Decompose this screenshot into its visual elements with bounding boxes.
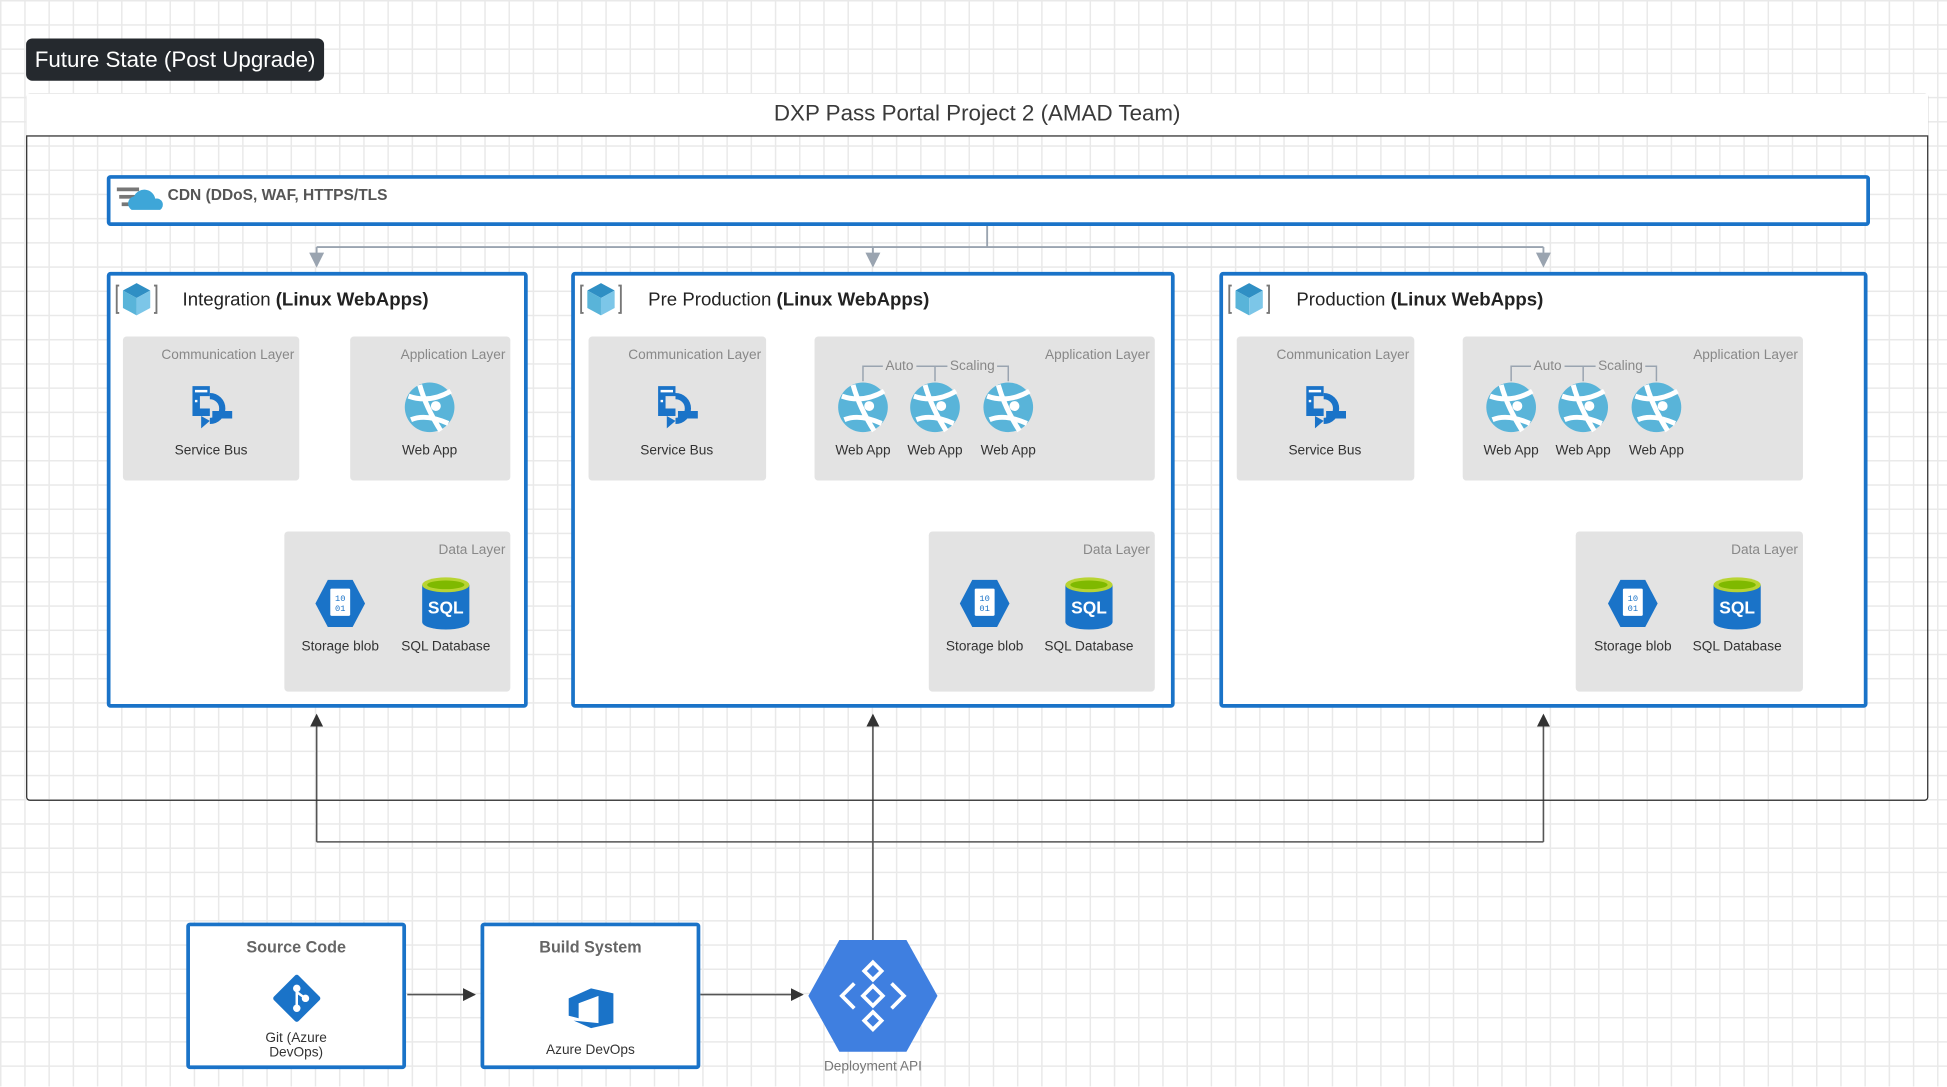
sql-database-icon[interactable]: SQL — [417, 575, 474, 632]
svg-text:01: 01 — [335, 604, 345, 614]
source-code-title: Source Code — [246, 937, 346, 957]
auto-label: Auto — [882, 358, 916, 374]
web-app-icon[interactable] — [1483, 379, 1540, 436]
storage-blob-label: Storage blob — [945, 639, 1024, 655]
git-icon — [273, 974, 321, 1022]
env-name: Production — [1296, 289, 1391, 311]
svg-text:SQL: SQL — [1719, 597, 1755, 617]
deployment-api-icon[interactable] — [807, 937, 939, 1054]
web-app-icon[interactable] — [834, 379, 891, 436]
web-app-label: Web App — [1483, 443, 1539, 459]
svg-text:10: 10 — [979, 594, 989, 604]
web-app-label: Web App — [835, 443, 891, 459]
cdn-box[interactable] — [106, 175, 1871, 226]
service-bus-label: Service Bus — [174, 443, 248, 459]
service-bus-label: Service Bus — [640, 443, 714, 459]
service-bus-icon[interactable] — [183, 379, 240, 436]
page-badge: Future State (Post Upgrade) — [26, 38, 325, 81]
svg-text:SQL: SQL — [1071, 597, 1107, 617]
web-app-icon[interactable] — [980, 379, 1037, 436]
env-title-production: Production (Linux WebApps) — [1296, 289, 1543, 310]
service-bus-icon[interactable] — [1296, 379, 1353, 436]
web-app-label: Web App — [980, 443, 1036, 459]
layer-label: Communication Layer — [161, 347, 295, 363]
communication-layer-integration: Communication Layer — [122, 336, 300, 481]
app-service-cube-icon — [115, 281, 158, 324]
cdn-label: CDN (DDoS, WAF, HTTPS/TLS — [167, 186, 388, 204]
svg-text:01: 01 — [1628, 604, 1638, 614]
web-app-label: Web App — [1555, 443, 1611, 459]
build-system-title: Build System — [539, 937, 642, 957]
sql-database-icon[interactable]: SQL — [1709, 575, 1766, 632]
svg-text:01: 01 — [979, 604, 989, 614]
layer-label: Data Layer — [1082, 542, 1150, 558]
env-name: Integration — [182, 289, 276, 311]
scaling-label: Scaling — [947, 358, 998, 374]
layer-label: Data Layer — [438, 542, 506, 558]
cdn-cloud-icon — [116, 187, 163, 210]
auto-scaling-bracket — [862, 365, 1010, 382]
auto-scaling-bracket — [1510, 365, 1658, 382]
svg-text:10: 10 — [1628, 594, 1638, 604]
sql-database-icon[interactable]: SQL — [1060, 575, 1117, 632]
build-system-box[interactable]: Build System Azure DevOps — [480, 922, 701, 1070]
deployment-api-label: Deployment API — [823, 1059, 922, 1075]
env-name: Pre Production — [648, 289, 777, 311]
communication-layer-preprod: Communication Layer — [588, 336, 767, 481]
web-app-label: Web App — [907, 443, 963, 459]
web-app-label: Web App — [1628, 443, 1685, 459]
layer-label: Application Layer — [1693, 347, 1798, 363]
sql-database-label: SQL Database — [1692, 639, 1782, 655]
web-app-label: Web App — [402, 443, 458, 459]
scaling-label: Scaling — [1595, 358, 1646, 374]
env-suffix: (Linux WebApps) — [776, 289, 930, 311]
app-service-cube-icon — [1228, 281, 1270, 324]
env-suffix: (Linux WebApps) — [1390, 289, 1544, 311]
layer-label: Communication Layer — [1276, 347, 1410, 363]
azure-devops-icon — [568, 988, 614, 1029]
svg-text:10: 10 — [335, 594, 345, 604]
web-app-icon[interactable] — [401, 379, 458, 436]
service-bus-label: Service Bus — [1288, 443, 1362, 459]
layer-label: Application Layer — [400, 347, 506, 363]
app-service-cube-icon — [580, 281, 622, 324]
env-title-integration: Integration (Linux WebApps) — [183, 289, 429, 310]
cdn-connector — [316, 222, 1544, 249]
web-app-icon[interactable] — [1628, 379, 1685, 436]
auto-label: Auto — [1531, 358, 1565, 374]
storage-blob-label: Storage blob — [301, 639, 379, 655]
layer-label: Data Layer — [1731, 542, 1798, 558]
layer-label: Communication Layer — [628, 347, 762, 363]
communication-layer-production: Communication Layer — [1236, 336, 1415, 481]
sql-database-label: SQL Database — [401, 639, 491, 655]
env-title-preprod: Pre Production (Linux WebApps) — [648, 289, 929, 310]
git-label: Git (Azure DevOps) — [265, 1030, 327, 1061]
env-suffix: (Linux WebApps) — [275, 289, 429, 311]
service-bus-icon[interactable] — [648, 379, 705, 436]
layer-label: Application Layer — [1045, 347, 1150, 363]
sql-database-label: SQL Database — [1044, 639, 1134, 655]
web-app-icon[interactable] — [1555, 379, 1612, 436]
svg-text:SQL: SQL — [428, 597, 464, 617]
azure-devops-label: Azure DevOps — [546, 1043, 635, 1058]
project-title: DXP Pass Portal Project 2 (AMAD Team) — [26, 93, 1929, 137]
source-code-box[interactable]: Source Code Git (Azure DevOps) — [186, 922, 407, 1070]
storage-blob-label: Storage blob — [1594, 639, 1672, 655]
web-app-icon[interactable] — [906, 379, 963, 436]
